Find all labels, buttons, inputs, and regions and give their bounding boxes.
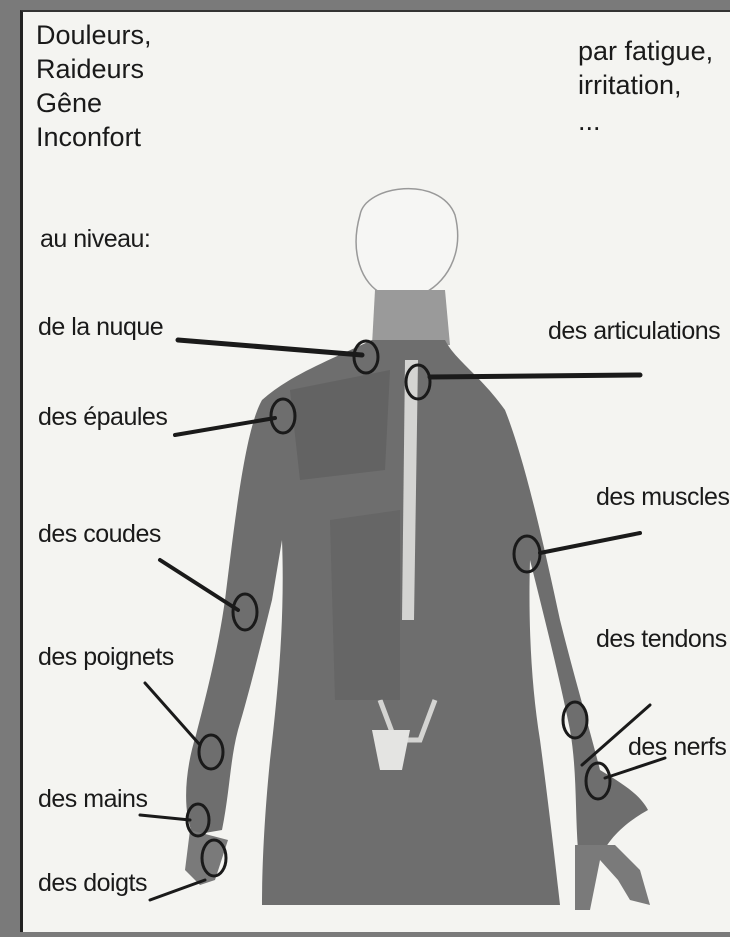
location-intro: au niveau: (40, 224, 150, 254)
head-shape (356, 189, 457, 295)
left-hand-shape (185, 830, 228, 885)
label-epaules: des épaules (38, 402, 167, 432)
label-coudes: des coudes (38, 519, 161, 549)
leader-muscles (540, 533, 640, 553)
label-muscles: des muscles (596, 482, 729, 512)
header-left-line-3: Gêne (36, 86, 102, 120)
label-mains: des mains (38, 784, 147, 814)
header-left-line-4: Inconfort (36, 120, 141, 154)
leader-mains (140, 815, 190, 820)
header-right-line-2: irritation, (578, 68, 682, 102)
header-left-line-1: Douleurs, (36, 18, 152, 52)
label-poignets: des poignets (38, 642, 174, 672)
abdomen-shading (330, 510, 400, 700)
header-right-line-1: par fatigue, (578, 34, 713, 68)
leader-doigts (150, 880, 205, 900)
leader-articulations (430, 375, 640, 377)
header-left-line-2: Raideurs (36, 52, 144, 86)
label-doigts: des doigts (38, 868, 147, 898)
label-articulations: des articulations (548, 316, 720, 346)
header-right-line-3: ... (578, 104, 601, 138)
leader-nuque (178, 340, 362, 355)
label-tendons: des tendons (596, 624, 727, 654)
label-nerfs: des nerfs (628, 732, 726, 762)
leader-poignets (145, 683, 200, 745)
label-nuque: de la nuque (38, 312, 163, 342)
human-body-figure (185, 189, 650, 910)
leader-coudes (160, 560, 238, 610)
neck-shape (372, 290, 450, 345)
right-hand-shape (575, 845, 650, 910)
